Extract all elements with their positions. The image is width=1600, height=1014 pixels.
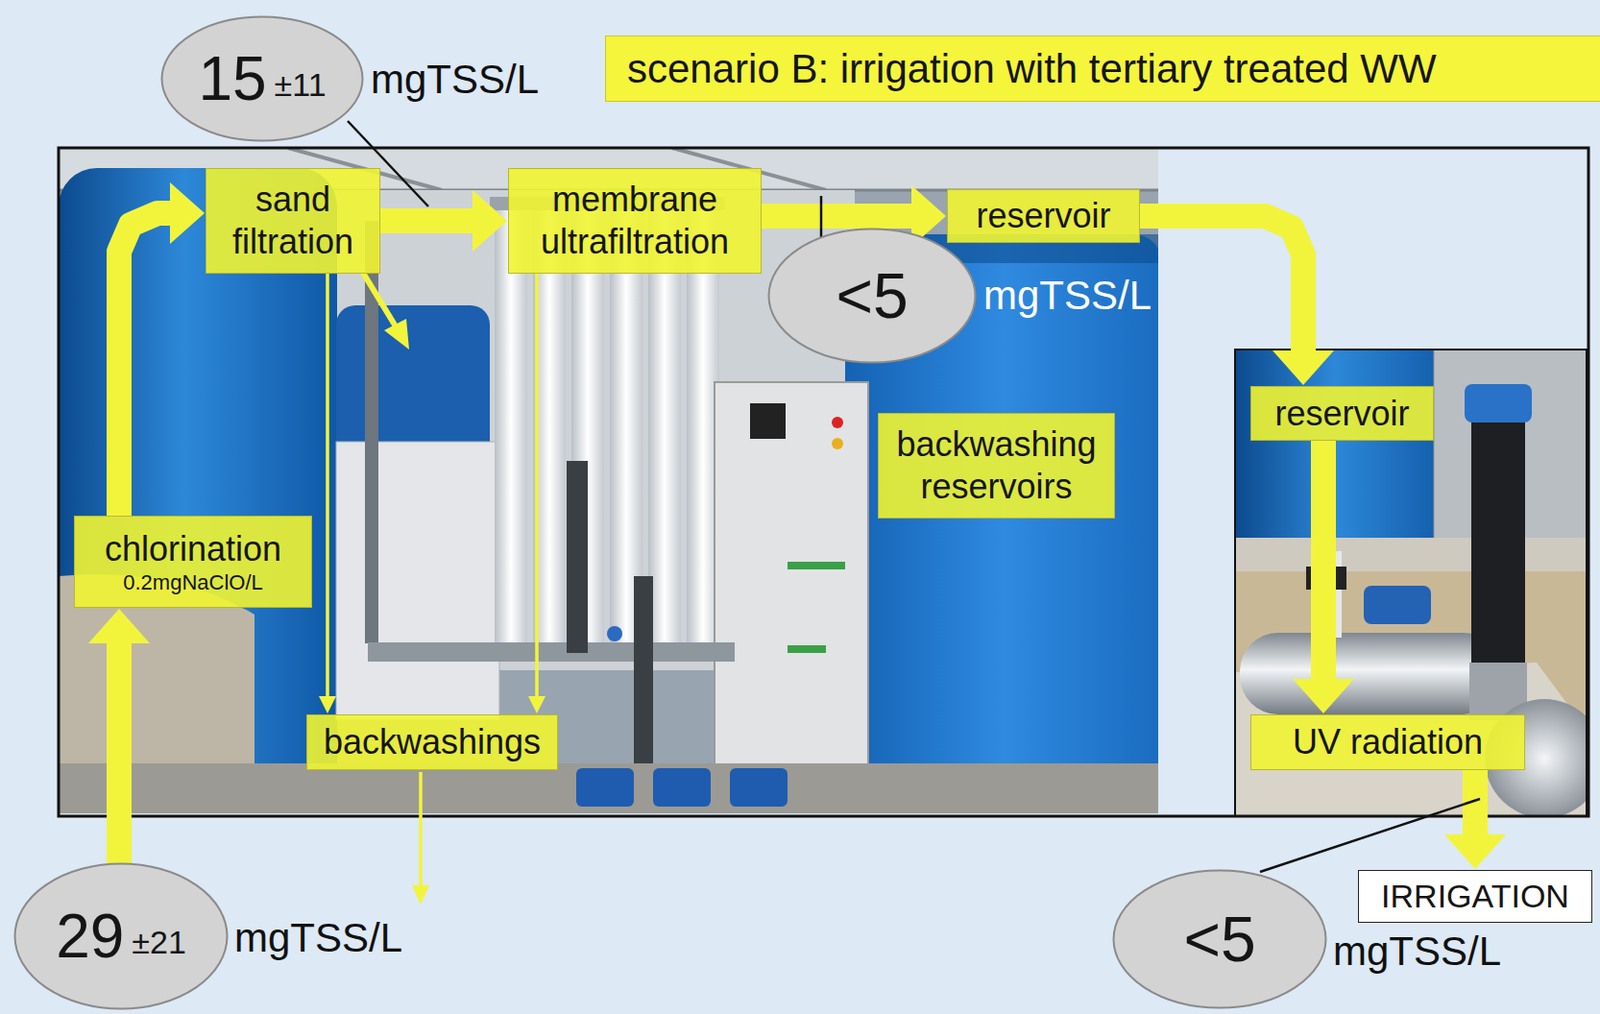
unit-label-holder: mgTSS/L	[234, 914, 403, 963]
flow-arrow	[380, 208, 474, 234]
flow-arrow	[106, 642, 132, 865]
unit-label-holder: mgTSS/L	[983, 271, 1152, 320]
flow-arrow	[1139, 216, 1304, 352]
box-sublabel: 0.2mgNaClO/L	[122, 570, 264, 597]
flow-arrow	[761, 203, 913, 229]
ellipse-outline	[15, 864, 228, 1010]
tss-range: ±11	[274, 65, 327, 105]
process-box: sand filtration	[205, 168, 381, 274]
process-box: reservoir	[1250, 386, 1434, 441]
plant-photo	[58, 147, 1159, 814]
process-box: UV radiation	[1250, 714, 1526, 771]
outlet-arrow-head	[412, 885, 430, 905]
unit-label: mgTSS/L	[370, 56, 539, 102]
unit-label: mgTSS/L	[983, 272, 1152, 318]
box-label: IRRIGATION	[1381, 876, 1570, 917]
box-label: backwashing reservoirs	[890, 423, 1103, 509]
title-banner: scenario B: irrigation with tertiary tre…	[605, 35, 1600, 102]
outlet-arrow	[418, 772, 423, 888]
process-box: reservoir	[946, 189, 1140, 243]
box-label: UV radiation	[1292, 721, 1483, 764]
tss-value: 15	[197, 41, 267, 117]
backwash-line	[534, 273, 539, 698]
tss-ellipse: 29±21	[13, 862, 229, 1011]
side-arrow	[363, 272, 396, 327]
unit-label-holder: mgTSS/L	[370, 55, 539, 104]
tss-ellipse: <5	[767, 227, 977, 364]
flow-arrow	[119, 213, 171, 516]
flow-arrow	[1310, 440, 1336, 680]
leader-line	[1260, 799, 1480, 873]
uv-photo	[1235, 349, 1587, 817]
tss-ellipse: 15±11	[160, 15, 364, 143]
output-box: IRRIGATION	[1357, 870, 1593, 923]
box-label: backwashings	[323, 721, 541, 764]
tss-ellipse: <5	[1112, 869, 1328, 1010]
box-label: chlorination	[104, 528, 282, 571]
ellipse-outline	[1114, 871, 1327, 1009]
process-box: backwashings	[306, 714, 558, 771]
tss-value: <5	[1183, 900, 1256, 979]
process-box: chlorination0.2mgNaClO/L	[73, 515, 313, 608]
unit-label-holder: mgTSS/L	[1333, 927, 1502, 976]
box-label: reservoir	[975, 194, 1111, 238]
tss-range: ±21	[131, 922, 186, 963]
box-label: reservoir	[1274, 392, 1409, 436]
side-arrow-head	[384, 318, 410, 350]
tss-value: <5	[835, 257, 908, 336]
ellipse-outline	[162, 17, 364, 142]
box-label: membrane ultrafiltration	[520, 178, 750, 264]
title-text: scenario B: irrigation with tertiary tre…	[627, 46, 1437, 93]
frame	[58, 147, 1589, 817]
tss-value: 29	[55, 898, 124, 974]
frame-inset	[1235, 349, 1587, 817]
leader-line	[820, 195, 824, 238]
process-box: backwashing reservoirs	[877, 412, 1116, 519]
box-label: sand filtration	[218, 178, 368, 264]
ellipse-outline	[769, 229, 976, 364]
unit-label: mgTSS/L	[234, 915, 403, 961]
backwash-line	[325, 273, 330, 698]
unit-label: mgTSS/L	[1333, 928, 1502, 974]
process-box: membrane ultrafiltration	[508, 168, 762, 274]
